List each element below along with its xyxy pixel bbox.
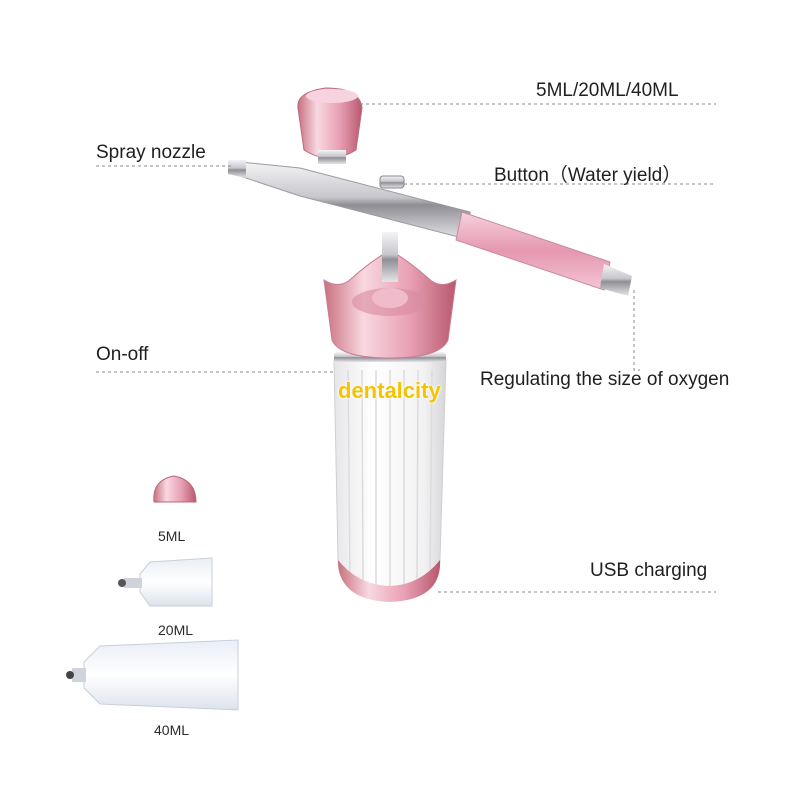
capacity-label: 5ML/20ML/40ML bbox=[536, 80, 679, 101]
stem bbox=[382, 232, 398, 282]
cup-label-20ml: 20ML bbox=[158, 622, 194, 638]
button-label: Button（Water yield） bbox=[494, 165, 682, 186]
cup-label-5ml: 5ML bbox=[158, 528, 186, 544]
on-off-label: On-off bbox=[96, 344, 149, 365]
spray-nozzle-label: Spray nozzle bbox=[96, 142, 206, 163]
cup-label-40ml: 40ML bbox=[154, 722, 190, 738]
nozzle-tip bbox=[228, 160, 246, 178]
device-base bbox=[338, 560, 441, 602]
airbrush-handle bbox=[455, 211, 611, 291]
regulating-label: Regulating the size of oxygen bbox=[480, 369, 730, 390]
usb-charging-label: USB charging bbox=[590, 560, 708, 581]
body-ribs bbox=[347, 369, 433, 588]
cup-20ml bbox=[139, 557, 213, 607]
leader-lines bbox=[96, 103, 716, 593]
cup-40ml bbox=[83, 639, 239, 711]
watermark: dentalcity bbox=[338, 378, 441, 403]
airbrush-barrel bbox=[239, 161, 471, 241]
cup-5ml bbox=[153, 475, 197, 503]
trigger-button bbox=[379, 175, 405, 189]
